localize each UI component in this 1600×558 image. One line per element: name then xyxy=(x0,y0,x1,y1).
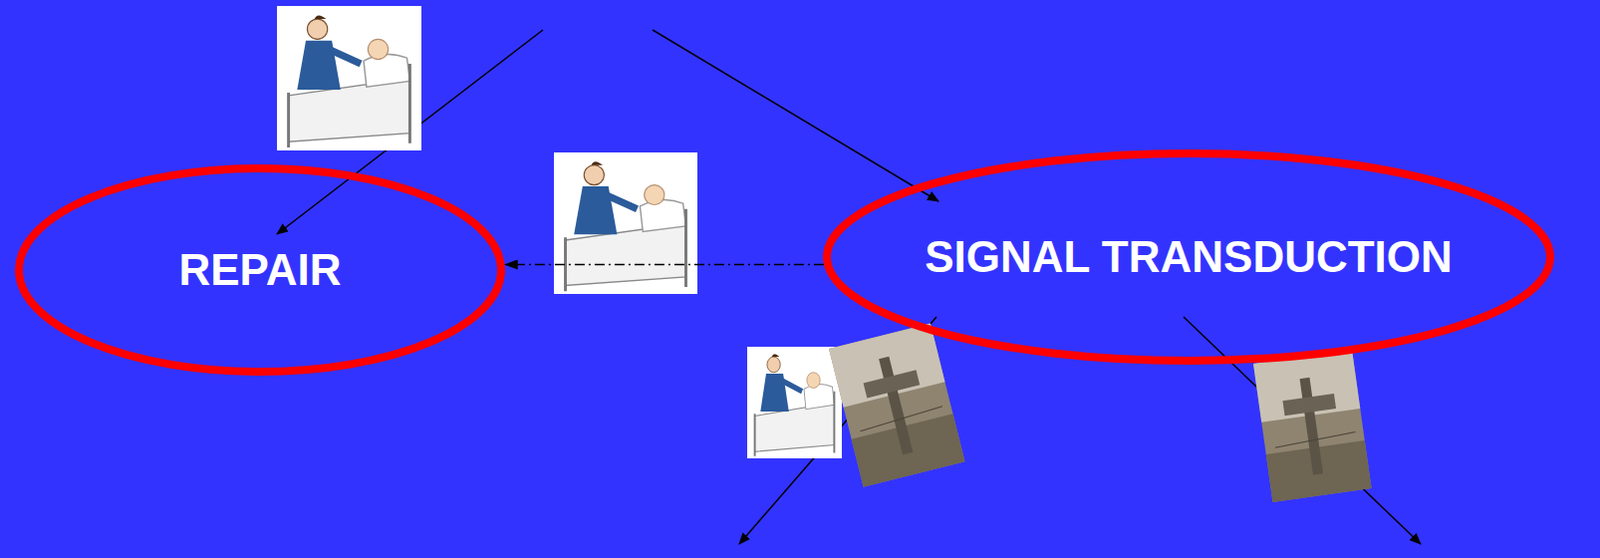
node-label: SIGNAL TRANSDUCTION xyxy=(924,232,1453,282)
grave-picture xyxy=(828,323,965,488)
node-label: REPAIR xyxy=(179,245,342,295)
signal-ellipse: SIGNAL TRANSDUCTION xyxy=(822,149,1555,365)
nurse-picture xyxy=(553,152,698,294)
arrow-line xyxy=(1183,316,1421,544)
nurse-picture xyxy=(747,346,842,459)
repair-ellipse: REPAIR xyxy=(14,164,506,376)
grave-picture xyxy=(1253,349,1372,503)
nurse-picture xyxy=(276,5,422,151)
dashed-arrow xyxy=(505,264,824,267)
